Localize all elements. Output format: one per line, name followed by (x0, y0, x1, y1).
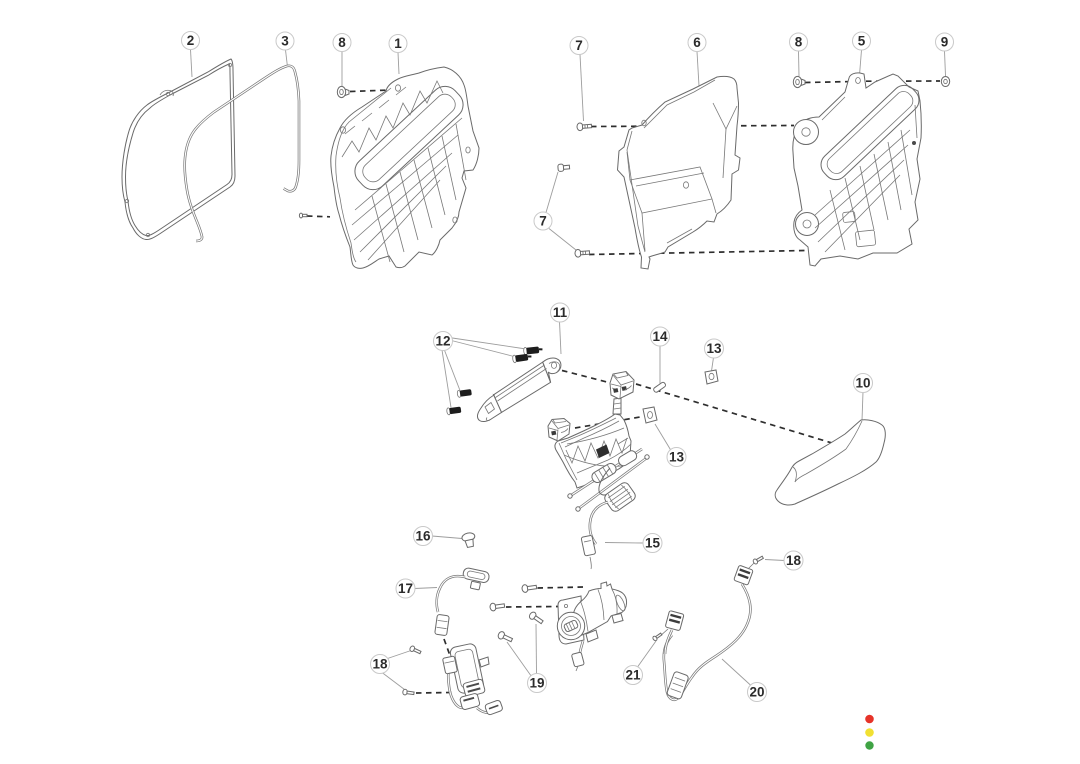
svg-text:8: 8 (338, 35, 346, 50)
svg-text:6: 6 (693, 35, 701, 50)
svg-text:18: 18 (786, 553, 802, 568)
svg-text:7: 7 (539, 214, 547, 229)
svg-text:12: 12 (435, 334, 450, 349)
svg-text:19: 19 (529, 676, 544, 691)
svg-text:18: 18 (372, 657, 388, 672)
svg-text:15: 15 (645, 536, 661, 551)
svg-text:10: 10 (855, 376, 870, 391)
svg-text:5: 5 (858, 34, 866, 49)
svg-text:8: 8 (795, 35, 803, 50)
svg-text:9: 9 (941, 35, 949, 50)
svg-text:11: 11 (553, 305, 568, 320)
svg-text:16: 16 (415, 529, 431, 544)
svg-text:20: 20 (749, 685, 764, 700)
svg-text:13: 13 (706, 341, 722, 356)
svg-text:2: 2 (187, 33, 195, 48)
svg-text:7: 7 (575, 38, 583, 53)
svg-text:13: 13 (669, 450, 685, 465)
svg-text:3: 3 (281, 34, 289, 49)
svg-text:1: 1 (394, 36, 402, 51)
svg-text:17: 17 (398, 581, 413, 596)
svg-text:21: 21 (625, 668, 641, 683)
svg-text:14: 14 (652, 329, 668, 344)
